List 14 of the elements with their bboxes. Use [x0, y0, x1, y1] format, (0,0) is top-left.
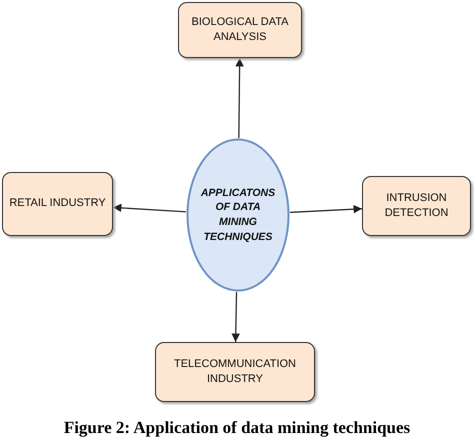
node-label: BIOLOGICAL DATA ANALYSIS [190, 14, 290, 45]
process-box [2, 172, 113, 236]
arrow [112, 204, 186, 212]
node-label: INTRUSION DETECTION [384, 190, 450, 221]
figure-caption: Figure 2: Application of data mining techniques [62, 418, 412, 438]
node-label: APPLICATONS OF DATA MINING TECHNIQUES [200, 186, 276, 244]
process-box [155, 342, 315, 402]
process-box [178, 2, 302, 58]
node-label: TELECOMMUNICATION INDUSTRY [172, 356, 298, 387]
arrow [232, 292, 240, 342]
arrow [235, 58, 244, 138]
arrow [290, 204, 362, 214]
node-label: RETAIL INDUSTRY [9, 196, 106, 212]
process-box [362, 176, 471, 236]
